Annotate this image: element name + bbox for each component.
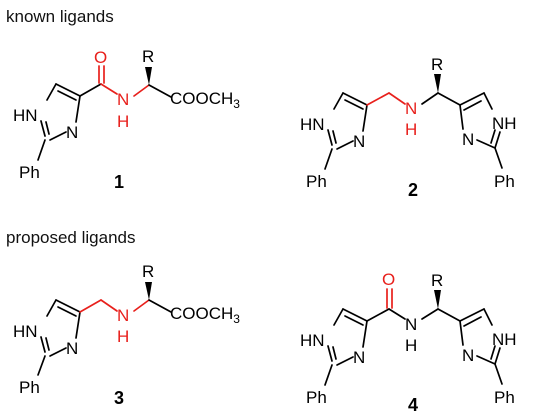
- compound-4-structure: HN N Ph O N H R N NH Ph: [300, 270, 517, 407]
- compound-3-r-group: R: [142, 262, 154, 281]
- compound-2-left-n-label: N: [353, 132, 365, 151]
- compound-1-nh-label: HN: [13, 106, 38, 125]
- compound-2-left-phenyl-label: Ph: [306, 172, 327, 191]
- compound-4-right-phenyl-bond: [494, 363, 503, 385]
- compound-2-wedge-bond: [434, 74, 441, 93]
- compound-3-alpha-to-ester-bond: [148, 299, 172, 313]
- compound-2-right-n-label: N: [462, 130, 474, 149]
- compound-2-left-nh-label: HN: [300, 115, 325, 134]
- compound-4-carbonyl-to-n-bond: [388, 308, 406, 320]
- compound-4-left-imidazole-ring: [327, 308, 368, 366]
- compound-1-phenyl-label: Ph: [19, 163, 40, 182]
- compound-3-wedge-bond: [145, 282, 152, 300]
- compound-3-ch2-to-n-bond: [100, 299, 118, 312]
- compound-4-right-phenyl-label: Ph: [494, 388, 515, 407]
- compound-1-r-group: R: [142, 47, 154, 66]
- compound-1-ring-to-carbonyl-bond: [79, 83, 102, 97]
- compound-1-amide-h: H: [117, 112, 129, 131]
- compound-2-left-phenyl-bond: [324, 148, 333, 170]
- compound-2-structure: HN N Ph N H R N NH Ph: [300, 55, 517, 191]
- heading-proposed-ligands: proposed ligands: [6, 228, 135, 247]
- compound-1-amide-bond: [100, 83, 118, 95]
- compound-1-n-label: N: [66, 123, 78, 142]
- compound-4-amide-h: H: [405, 336, 417, 355]
- compound-2-right-nh-label: NH: [492, 114, 517, 133]
- compound-3-number: 3: [114, 388, 124, 408]
- compound-4-ring-to-carbonyl-bond: [366, 308, 390, 322]
- compound-2-right-phenyl-bond: [494, 147, 503, 169]
- compound-1-n-to-alpha-bond: [133, 84, 150, 97]
- compound-3-n-label: N: [66, 339, 78, 358]
- compound-1-structure: HN N Ph O N H R COOCH3: [13, 47, 240, 182]
- compound-2-right-phenyl-label: Ph: [494, 172, 515, 191]
- compound-4-right-nh-label: NH: [492, 330, 517, 349]
- compound-4-number: 4: [408, 395, 418, 415]
- compound-2-r-group: R: [431, 55, 443, 74]
- compound-4-left-n-label: N: [353, 348, 365, 367]
- compound-3-ester: COOCH3: [170, 304, 240, 326]
- compound-2-ring-to-ch2-bond: [366, 92, 390, 106]
- compound-4-left-phenyl-bond: [324, 364, 333, 386]
- compound-3-ring-to-ch2-bond: [79, 299, 102, 313]
- compound-2-alpha-to-ring-bond: [437, 92, 461, 106]
- compound-3-phenyl-bond: [37, 355, 46, 376]
- compound-1-wedge-bond: [145, 67, 152, 85]
- compound-4-amide-n: N: [405, 315, 417, 334]
- compound-3-nh-label: HN: [13, 322, 38, 341]
- compound-3-amine-n: N: [117, 306, 129, 325]
- compound-2-amine-h: H: [405, 120, 417, 139]
- compound-2-right-imidazole-ring: [459, 92, 501, 149]
- compound-3-phenyl-label: Ph: [19, 378, 40, 397]
- compound-1-ester: COOCH3: [170, 89, 240, 111]
- compound-3-n-to-alpha-bond: [133, 299, 150, 312]
- compound-4-n-to-alpha-bond: [421, 308, 439, 320]
- heading-known-ligands: known ligands: [6, 7, 114, 26]
- compound-2-amine-n: N: [405, 99, 417, 118]
- compound-1-phenyl-bond: [37, 139, 46, 161]
- compound-4-alpha-to-ring-bond: [437, 308, 461, 322]
- compound-1-alpha-to-ester-bond: [148, 84, 172, 98]
- compound-3-amine-h: H: [117, 327, 129, 346]
- compound-4-right-n-label: N: [462, 346, 474, 365]
- compound-1-carbonyl-o: O: [94, 48, 107, 67]
- compound-2-left-imidazole-ring: [327, 92, 368, 150]
- compound-4-left-phenyl-label: Ph: [306, 388, 327, 407]
- compound-2-ch2-to-n-bond: [388, 92, 406, 105]
- compound-3-structure: HN N Ph N H R COOCH3: [13, 262, 240, 397]
- compound-1-number: 1: [114, 172, 124, 192]
- compound-4-carbonyl-o: O: [382, 270, 395, 289]
- compound-2-n-to-alpha-bond: [421, 92, 439, 105]
- compound-2-number: 2: [408, 180, 418, 200]
- compound-4-wedge-bond: [434, 290, 441, 309]
- compound-4-left-nh-label: HN: [300, 331, 325, 350]
- compound-1-imidazole-ring: [40, 83, 81, 141]
- compound-4-r-group: R: [431, 271, 443, 290]
- compound-4-right-imidazole-ring: [459, 308, 501, 365]
- compound-1-amide-n: N: [117, 90, 129, 109]
- compound-3-imidazole-ring: [40, 299, 81, 357]
